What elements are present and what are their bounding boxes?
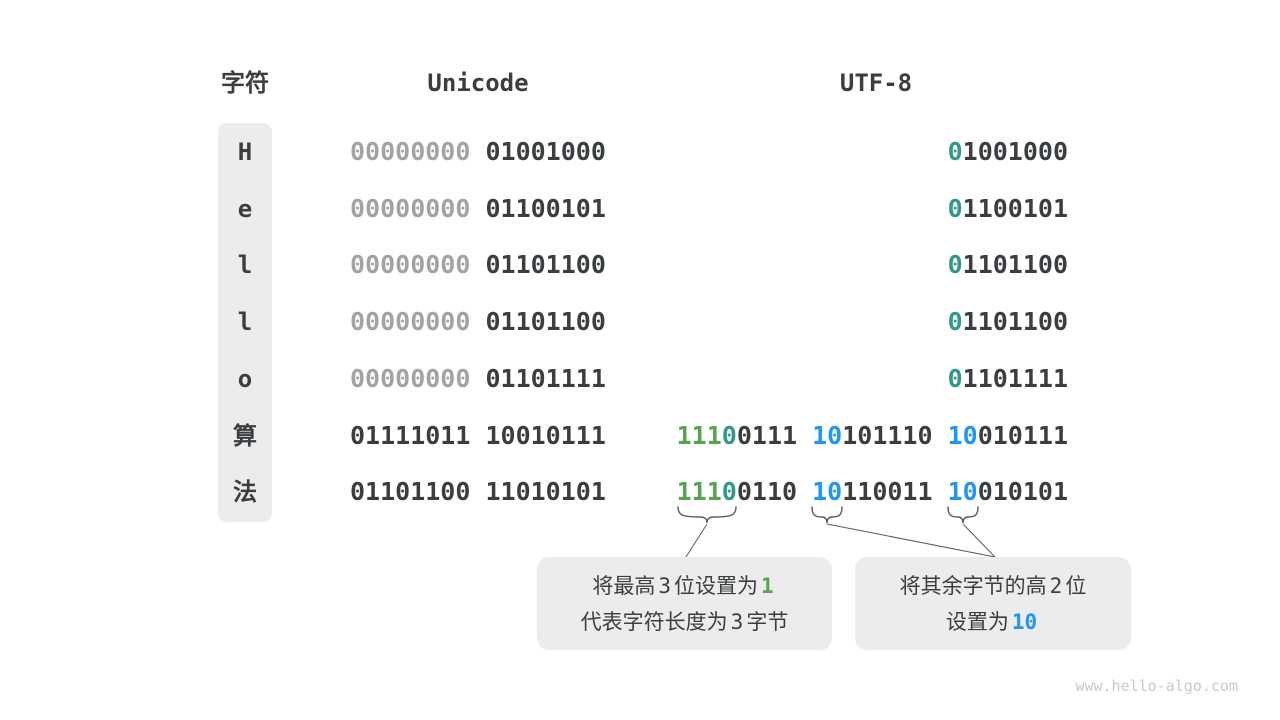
- binary-segment: 1101100: [962, 250, 1068, 280]
- utf8-binary-cell: 01100101: [948, 186, 1068, 232]
- connector-line-1: [685, 523, 708, 558]
- binary-segment: 00000000: [350, 193, 471, 223]
- column-header-unicode: Unicode: [427, 69, 529, 97]
- binary-segment: 10: [947, 477, 978, 507]
- utf8-binary-cell: 11100111 10101110 10010111: [677, 413, 1068, 459]
- callout-text-segment: 3: [730, 609, 744, 634]
- character-cell: o: [237, 364, 253, 393]
- watermark: www.hello-algo.com: [1075, 677, 1238, 695]
- connector-line-3: [962, 523, 996, 558]
- character-cell: 算: [233, 421, 257, 450]
- character-cell: H: [237, 138, 253, 166]
- binary-segment: 0111: [736, 420, 813, 450]
- binary-segment: 01100101: [470, 193, 606, 223]
- character-cell: l: [237, 308, 253, 337]
- character-cell: e: [237, 194, 253, 223]
- column-header-character: 字符: [221, 69, 269, 97]
- unicode-binary-cell: 00000000 01101100: [350, 242, 606, 288]
- unicode-binary-cell: 00000000 01101100: [350, 299, 606, 345]
- unicode-binary-cell: 01111011 10010111: [350, 413, 606, 459]
- unicode-binary-cell: 00000000 01100101: [350, 186, 606, 232]
- unicode-binary-cell: 00000000 01101111: [350, 356, 606, 402]
- binary-segment: 01101100: [470, 250, 606, 280]
- character-cell: l: [237, 251, 253, 280]
- binary-segment: 101110: [842, 420, 948, 450]
- binary-segment: 110011: [842, 477, 948, 507]
- callout-text-segment: 3: [658, 573, 671, 598]
- binary-segment: 0: [947, 250, 963, 280]
- binary-segment: 01111011 10010111: [350, 420, 606, 450]
- binary-segment: 0: [721, 420, 737, 450]
- binary-segment: 0: [947, 193, 963, 223]
- utf8-binary-cell: 01001000: [948, 129, 1068, 175]
- utf8-binary-cell: 01101111: [948, 356, 1068, 402]
- callout-text-segment: 字节: [746, 609, 789, 634]
- binary-segment: 01101100: [470, 307, 606, 337]
- binary-segment: 1100101: [962, 193, 1068, 223]
- binary-segment: 01001000: [470, 137, 606, 166]
- binary-segment: 111: [676, 420, 722, 450]
- connector-line-2: [826, 523, 996, 558]
- callout-text-segment: 位设置为: [674, 573, 758, 598]
- callout-text-segment: 将最高: [592, 573, 656, 598]
- unicode-binary-cell: 01101100 11010101: [350, 469, 606, 515]
- binary-segment: 00000000: [350, 137, 471, 166]
- binary-segment: 0: [721, 477, 737, 507]
- binary-segment: 10: [812, 420, 843, 450]
- binary-segment: 0: [947, 363, 963, 393]
- binary-segment: 00000000: [350, 307, 471, 337]
- character-cell: 法: [233, 478, 257, 507]
- binary-segment: 00000000: [350, 250, 471, 280]
- column-header-utf8: UTF-8: [839, 69, 913, 97]
- binary-segment: 01101100 11010101: [350, 477, 606, 507]
- binary-segment: 0110: [736, 477, 813, 507]
- callout-text-segment: 位: [1065, 573, 1087, 598]
- binary-segment: 01101111: [470, 363, 606, 393]
- callout-text-segment: 将其余字节的高: [899, 573, 1047, 598]
- binary-segment: 111: [676, 477, 722, 507]
- callout-text-segment: 2: [1049, 573, 1063, 598]
- callout-text-segment: 代表字符长度为: [580, 609, 728, 634]
- binary-segment: 10: [947, 420, 978, 450]
- unicode-binary-cell: 00000000 01001000: [350, 129, 606, 175]
- binary-segment: 0: [947, 137, 963, 166]
- binary-segment: 10: [812, 477, 843, 507]
- callout-text-segment: 设置为: [945, 609, 1009, 634]
- binary-segment: 0: [947, 307, 963, 337]
- binary-segment: 1101111: [962, 363, 1068, 393]
- binary-segment: 1001000: [962, 137, 1068, 166]
- binary-segment: 010111: [977, 420, 1068, 450]
- binary-segment: 1101100: [962, 307, 1068, 337]
- utf8-binary-cell: 01101100: [948, 242, 1068, 288]
- binary-segment: 00000000: [350, 363, 471, 393]
- utf8-binary-cell: 01101100: [948, 299, 1068, 345]
- utf8-binary-cell: 11100110 10110011 10010101: [677, 469, 1068, 515]
- callout-text-segment: 1: [761, 573, 774, 598]
- binary-segment: 010101: [977, 477, 1068, 507]
- callout-text-segment: 10: [1011, 609, 1038, 634]
- character-column-background: [218, 123, 272, 522]
